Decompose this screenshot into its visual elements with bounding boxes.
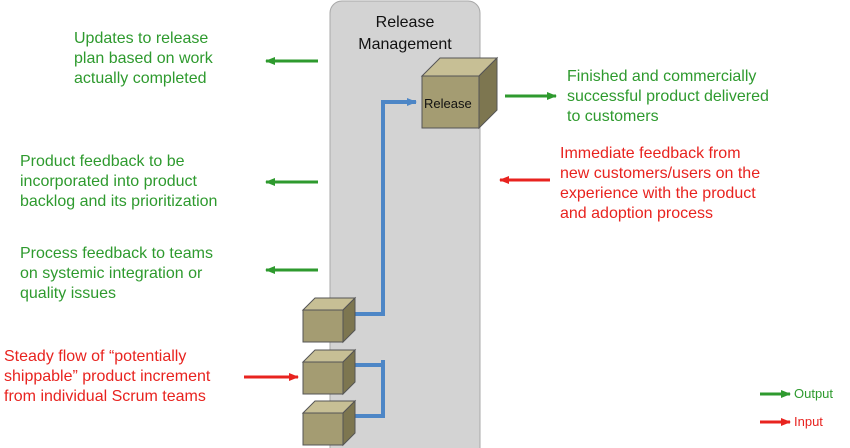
increment-flow-text: Steady flow of “potentially shippable” p… (4, 348, 211, 405)
increment-box-top (301, 296, 357, 344)
finished-product-text: Finished and commercially successful pro… (567, 68, 769, 125)
legend-input-label: Input (794, 414, 823, 429)
release-plan-updates-text: Updates to release plan based on work ac… (74, 30, 213, 87)
increment-box-bottom (301, 399, 357, 447)
legend-output-label: Output (794, 386, 834, 401)
customer-feedback-text: Immediate feedback from new customers/us… (560, 145, 761, 222)
release-management-title: Release Management (358, 14, 452, 53)
release-box-label: Release (424, 96, 472, 111)
product-feedback-text: Product feedback to be incorporated into… (20, 153, 218, 210)
increment-connectors (355, 98, 417, 418)
process-feedback-text: Process feedback to teams on systemic in… (20, 245, 213, 302)
release-box (420, 56, 499, 130)
increment-box-middle (301, 348, 357, 396)
